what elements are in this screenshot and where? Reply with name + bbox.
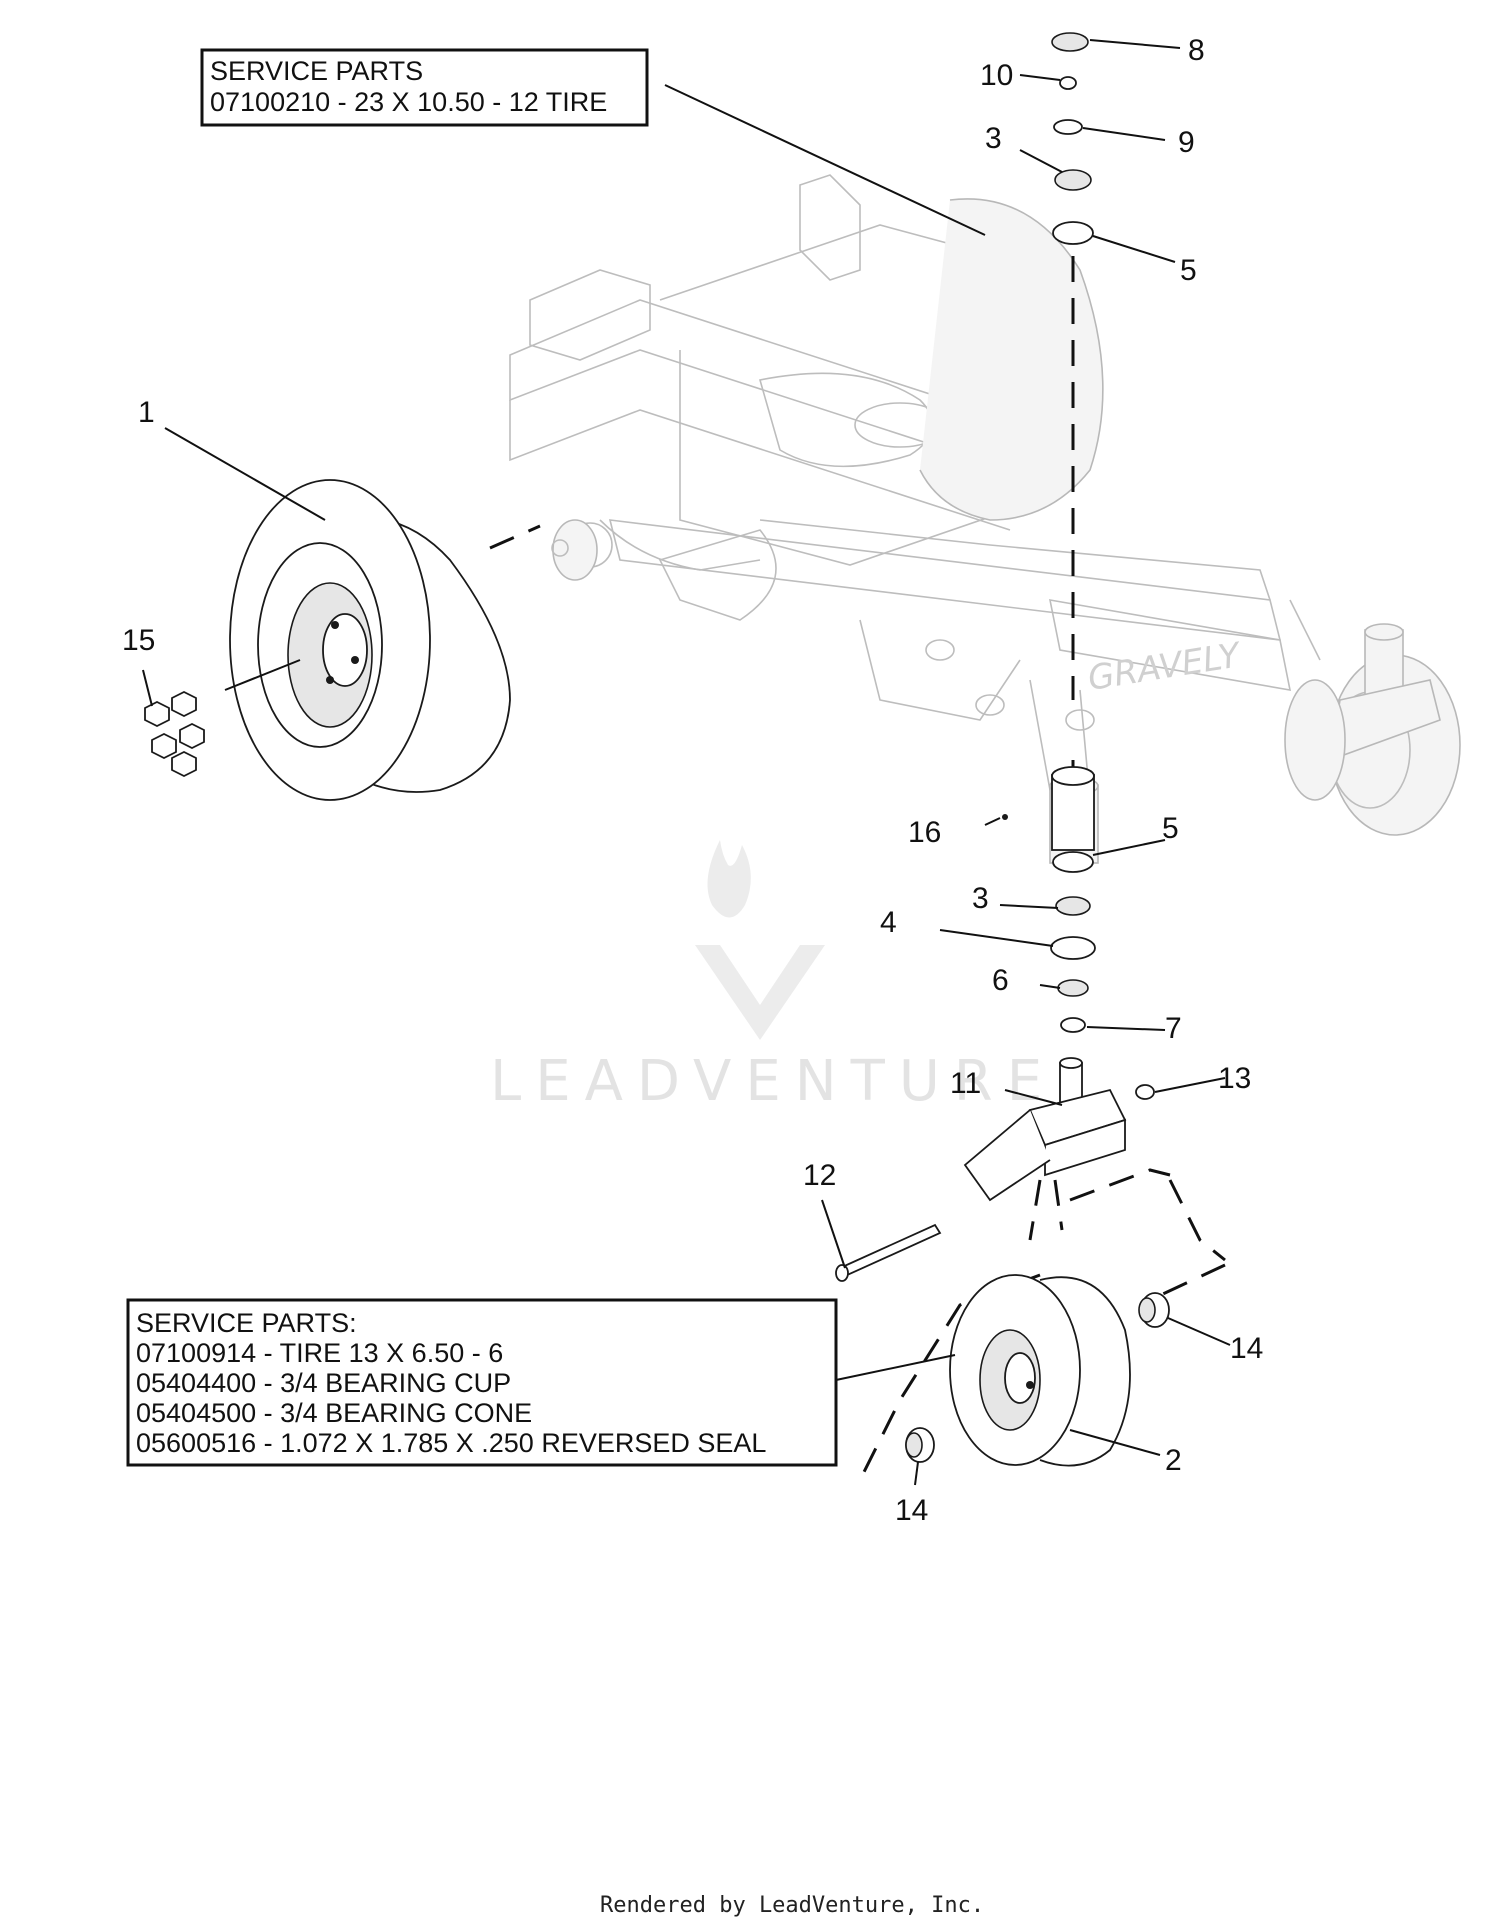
caster-fork <box>963 1057 1155 1241</box>
callout-3-upper: 3 <box>985 122 1002 155</box>
callout-14-right: 14 <box>1230 1332 1263 1365</box>
callout-4: 4 <box>880 906 897 939</box>
watermark-logo: LEADVENTURE <box>490 840 1056 1114</box>
lug-nuts <box>144 690 205 778</box>
caster-wheel-assembly <box>858 1168 1226 1481</box>
brand-logo-text: GRAVELY <box>1085 635 1244 699</box>
callout-13: 13 <box>1218 1062 1251 1095</box>
service-box-2-line-5: 05600516 - 1.072 X 1.785 X .250 REVERSED… <box>136 1428 766 1458</box>
service-box-2-line-4: 05404500 - 3/4 BEARING CONE <box>136 1398 532 1428</box>
service-box-1-line-1: SERVICE PARTS <box>210 56 423 86</box>
watermark-text: LEADVENTURE <box>490 1049 1056 1114</box>
callout-9: 9 <box>1178 126 1195 159</box>
service-parts-box-rear-tire: SERVICE PARTS 07100210 - 23 X 10.50 - 12… <box>200 48 649 127</box>
callout-1: 1 <box>138 396 155 429</box>
spindle-stack <box>1002 32 1096 1033</box>
service-box-2-line-1: SERVICE PARTS: <box>136 1308 357 1338</box>
callout-7: 7 <box>1165 1012 1182 1045</box>
axle-bolt <box>835 1223 942 1282</box>
footer-credit: Rendered by LeadVenture, Inc. <box>600 1893 984 1918</box>
service-box-2-line-2: 07100914 - TIRE 13 X 6.50 - 6 <box>136 1338 503 1368</box>
callout-3-lower: 3 <box>972 882 989 915</box>
callout-5-lower: 5 <box>1162 812 1179 845</box>
leader-lines <box>142 39 1231 1486</box>
callout-12: 12 <box>803 1159 836 1192</box>
callout-11: 11 <box>950 1067 981 1100</box>
rear-tire-assembly <box>224 479 541 801</box>
callout-6: 6 <box>992 964 1009 997</box>
callout-5-upper: 5 <box>1180 254 1197 287</box>
service-box-1-line-2: 07100210 - 23 X 10.50 - 12 TIRE <box>210 87 607 117</box>
mower-frame: GRAVELY <box>509 174 1461 864</box>
callout-14-lower: 14 <box>895 1494 928 1527</box>
callout-16: 16 <box>908 816 941 849</box>
callout-8: 8 <box>1188 34 1205 67</box>
callout-2: 2 <box>1165 1444 1182 1477</box>
callout-10: 10 <box>980 59 1013 92</box>
callout-15: 15 <box>122 624 155 657</box>
dust-cap <box>1051 32 1089 52</box>
service-box-2-line-3: 05404400 - 3/4 BEARING CUP <box>136 1368 511 1398</box>
service-parts-box-caster-wheel: SERVICE PARTS: 07100914 - TIRE 13 X 6.50… <box>126 1298 838 1467</box>
callout-labels: 8 10 9 3 5 1 15 16 5 3 4 6 7 11 13 12 14… <box>122 34 1263 1527</box>
